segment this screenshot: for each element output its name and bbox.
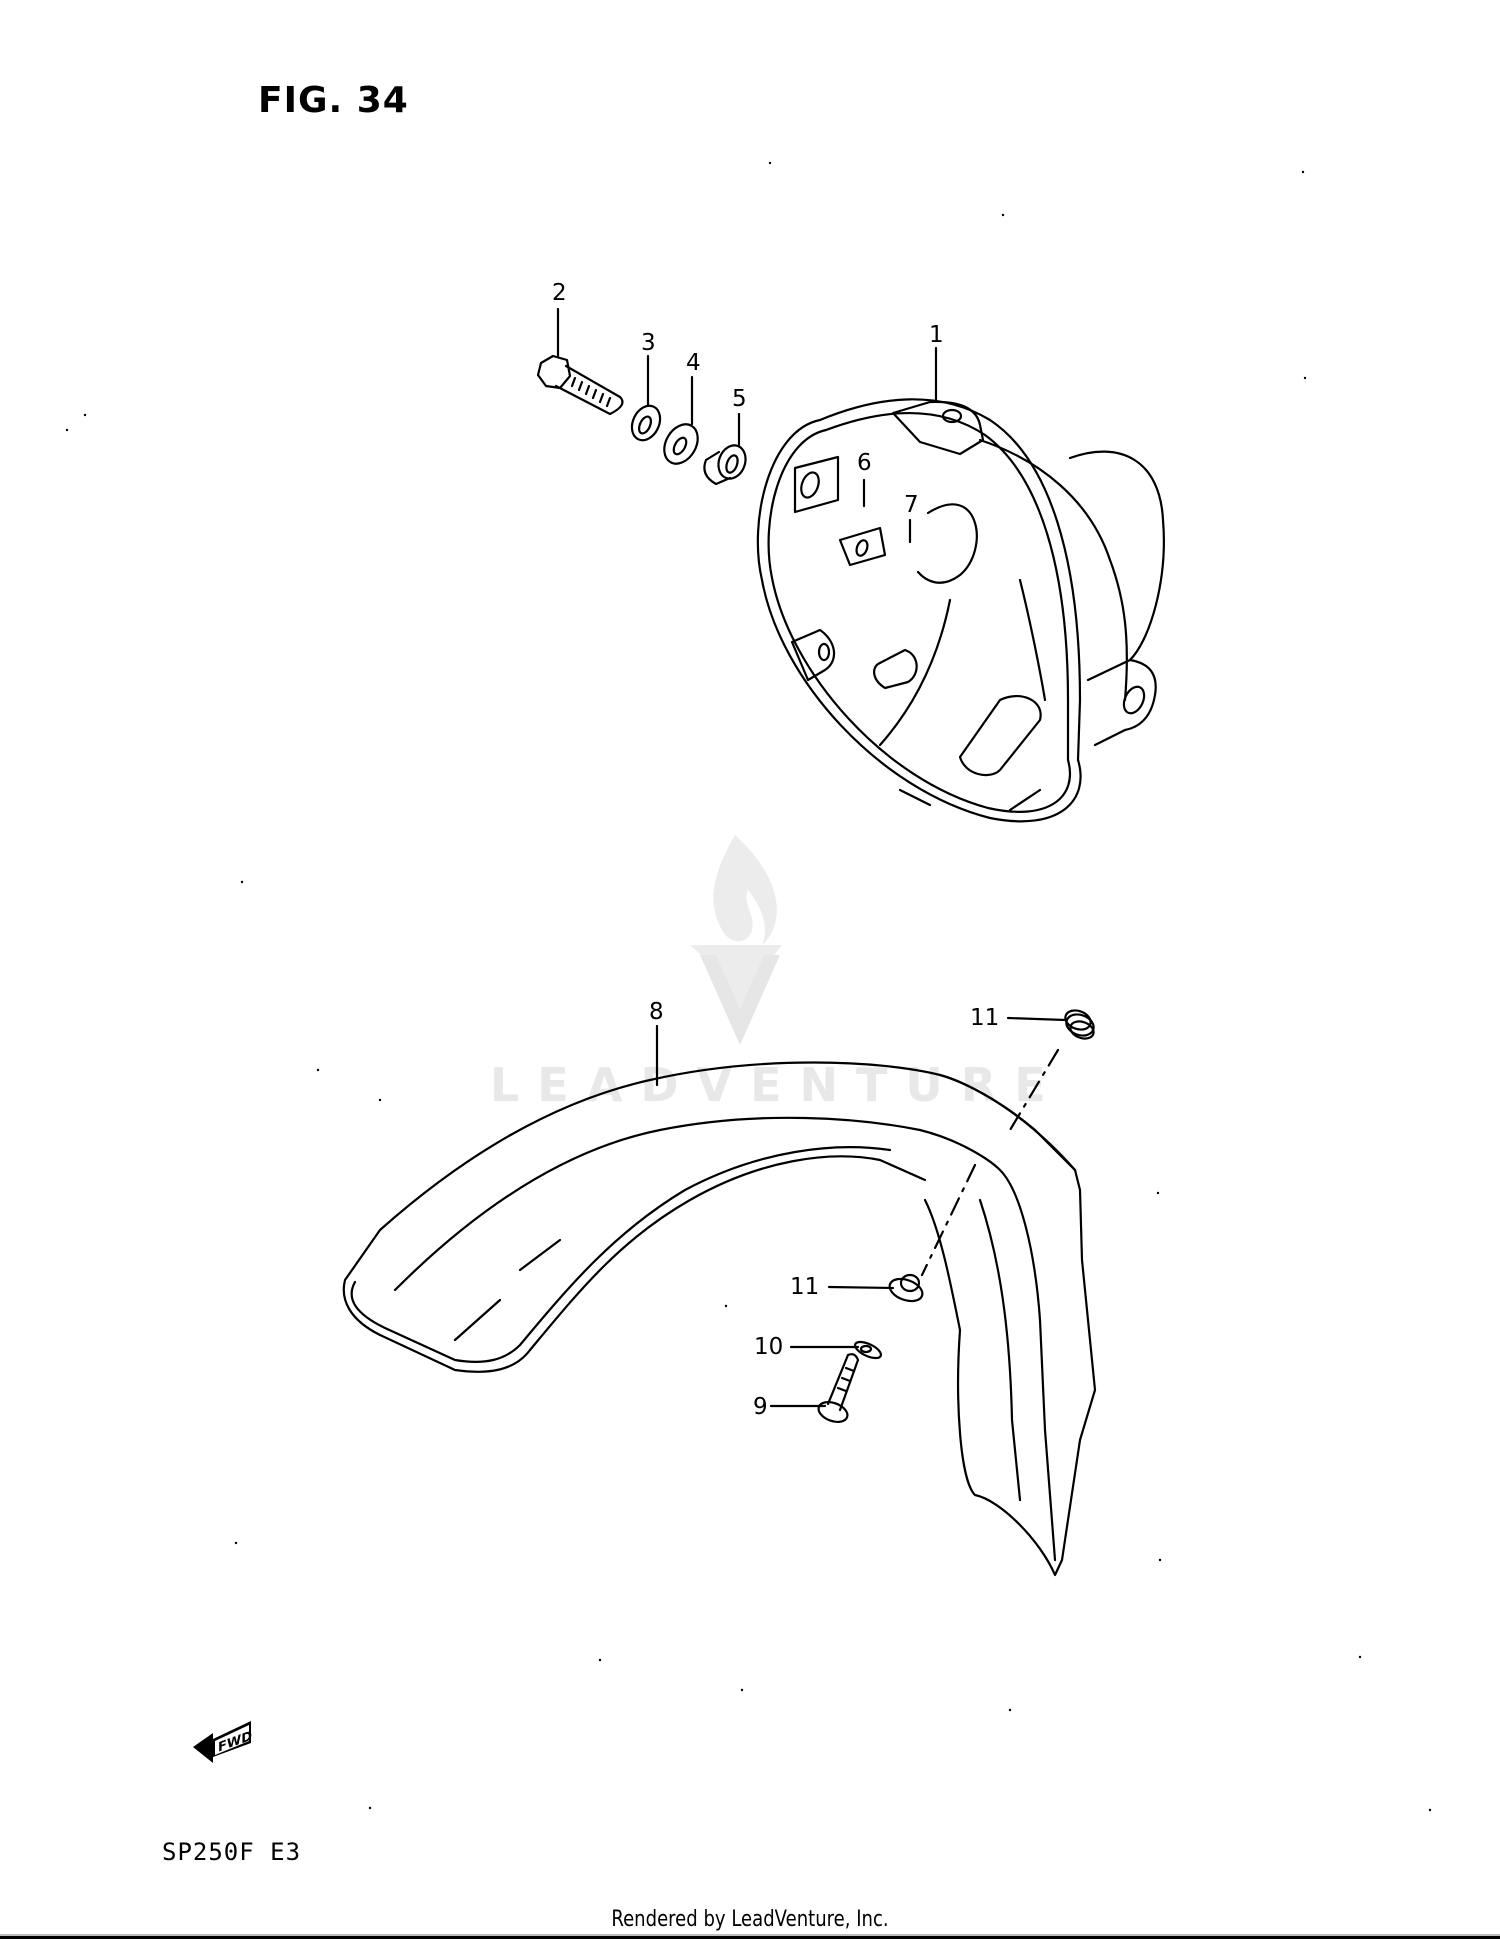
callout-6[interactable]: 6 (857, 450, 872, 476)
callout-1[interactable]: 1 (929, 322, 944, 348)
spacer-part-5 (703, 444, 747, 486)
figure-title: FIG. 34 (258, 80, 409, 121)
scan-specks (65, 161, 1432, 1812)
callout-11-lower[interactable]: 11 (790, 1274, 820, 1300)
footer-credit: Rendered by LeadVenture, Inc. (611, 1907, 889, 1932)
callout-4[interactable]: 4 (686, 350, 701, 376)
footer-rule (0, 1934, 1500, 1939)
cushion-part-11-top (1064, 1009, 1095, 1040)
watermark-logo-icon (690, 835, 782, 1045)
callout-9[interactable]: 9 (753, 1394, 768, 1420)
watermark-text: LEADVENTURE (490, 1058, 1064, 1112)
washer-part-4 (663, 423, 699, 465)
lock-washer-part-3 (630, 404, 662, 442)
callout-2[interactable]: 2 (552, 280, 567, 306)
bolt-part-9 (817, 1353, 860, 1423)
model-code: SP250F E3 (162, 1838, 302, 1866)
front-fender-part-8 (342, 1061, 1097, 1577)
callout-8[interactable]: 8 (649, 999, 664, 1025)
callout-10[interactable]: 10 (754, 1334, 784, 1360)
headlight-housing-part-1 (756, 398, 1165, 823)
fwd-arrow-icon: FWD (193, 1721, 252, 1763)
callout-7[interactable]: 7 (904, 492, 919, 518)
washer-part-10 (853, 1340, 883, 1360)
callout-5[interactable]: 5 (732, 386, 747, 412)
callout-11-top[interactable]: 11 (970, 1005, 1000, 1031)
bolt-part-2 (536, 354, 624, 416)
callout-3[interactable]: 3 (641, 330, 656, 356)
cushion-part-11-lower (888, 1273, 924, 1303)
